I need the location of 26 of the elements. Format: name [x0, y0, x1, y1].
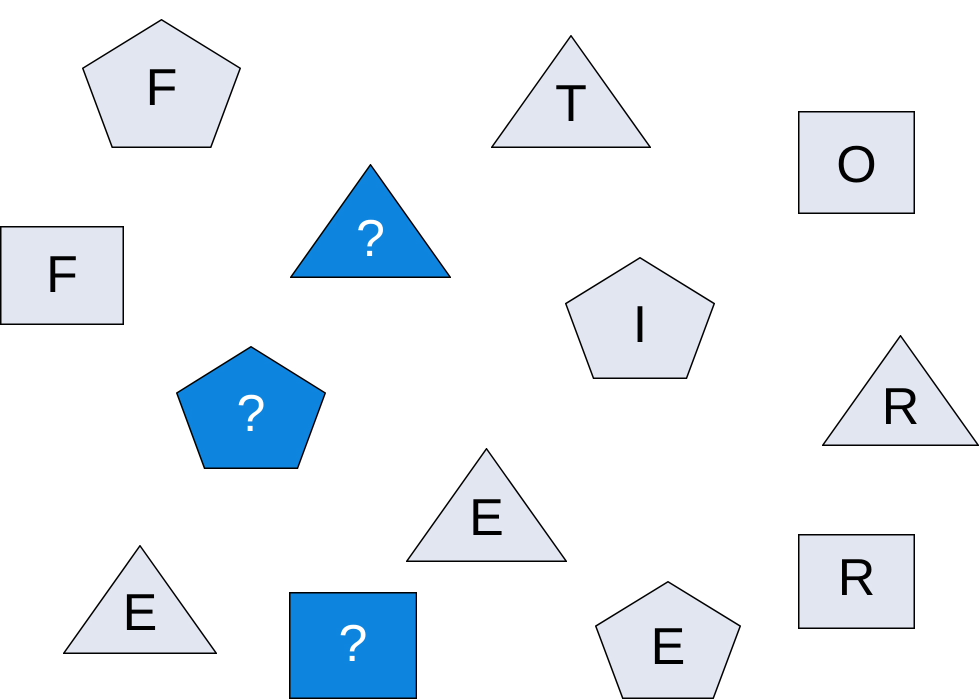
letter-label: F [46, 249, 78, 301]
rectangle-tile [289, 592, 417, 699]
letter-label: E [122, 587, 158, 639]
letter-label: I [632, 299, 648, 351]
pentagon-tile [82, 19, 241, 148]
pentagon-tile [176, 346, 326, 469]
question-mark: ? [338, 618, 368, 670]
pentagon-tile [565, 257, 715, 379]
rectangle-tile [798, 111, 915, 214]
triangle-tile [290, 164, 451, 278]
rectangle-tile [798, 534, 915, 629]
letter-label: E [650, 621, 686, 673]
letter-label: F [146, 62, 178, 114]
pentagon-tile [595, 581, 741, 699]
letter-label: T [555, 78, 587, 130]
rectangle-tile [0, 226, 124, 325]
letter-label: R [838, 552, 876, 604]
letter-label: O [836, 139, 877, 191]
question-mark: ? [356, 213, 385, 265]
triangle-tile [406, 448, 567, 562]
letter-label: E [469, 492, 504, 544]
letter-label: R [882, 381, 920, 433]
triangle-tile [63, 545, 217, 654]
triangle-tile [822, 335, 979, 446]
question-mark: ? [236, 388, 266, 440]
triangle-tile [491, 35, 651, 148]
